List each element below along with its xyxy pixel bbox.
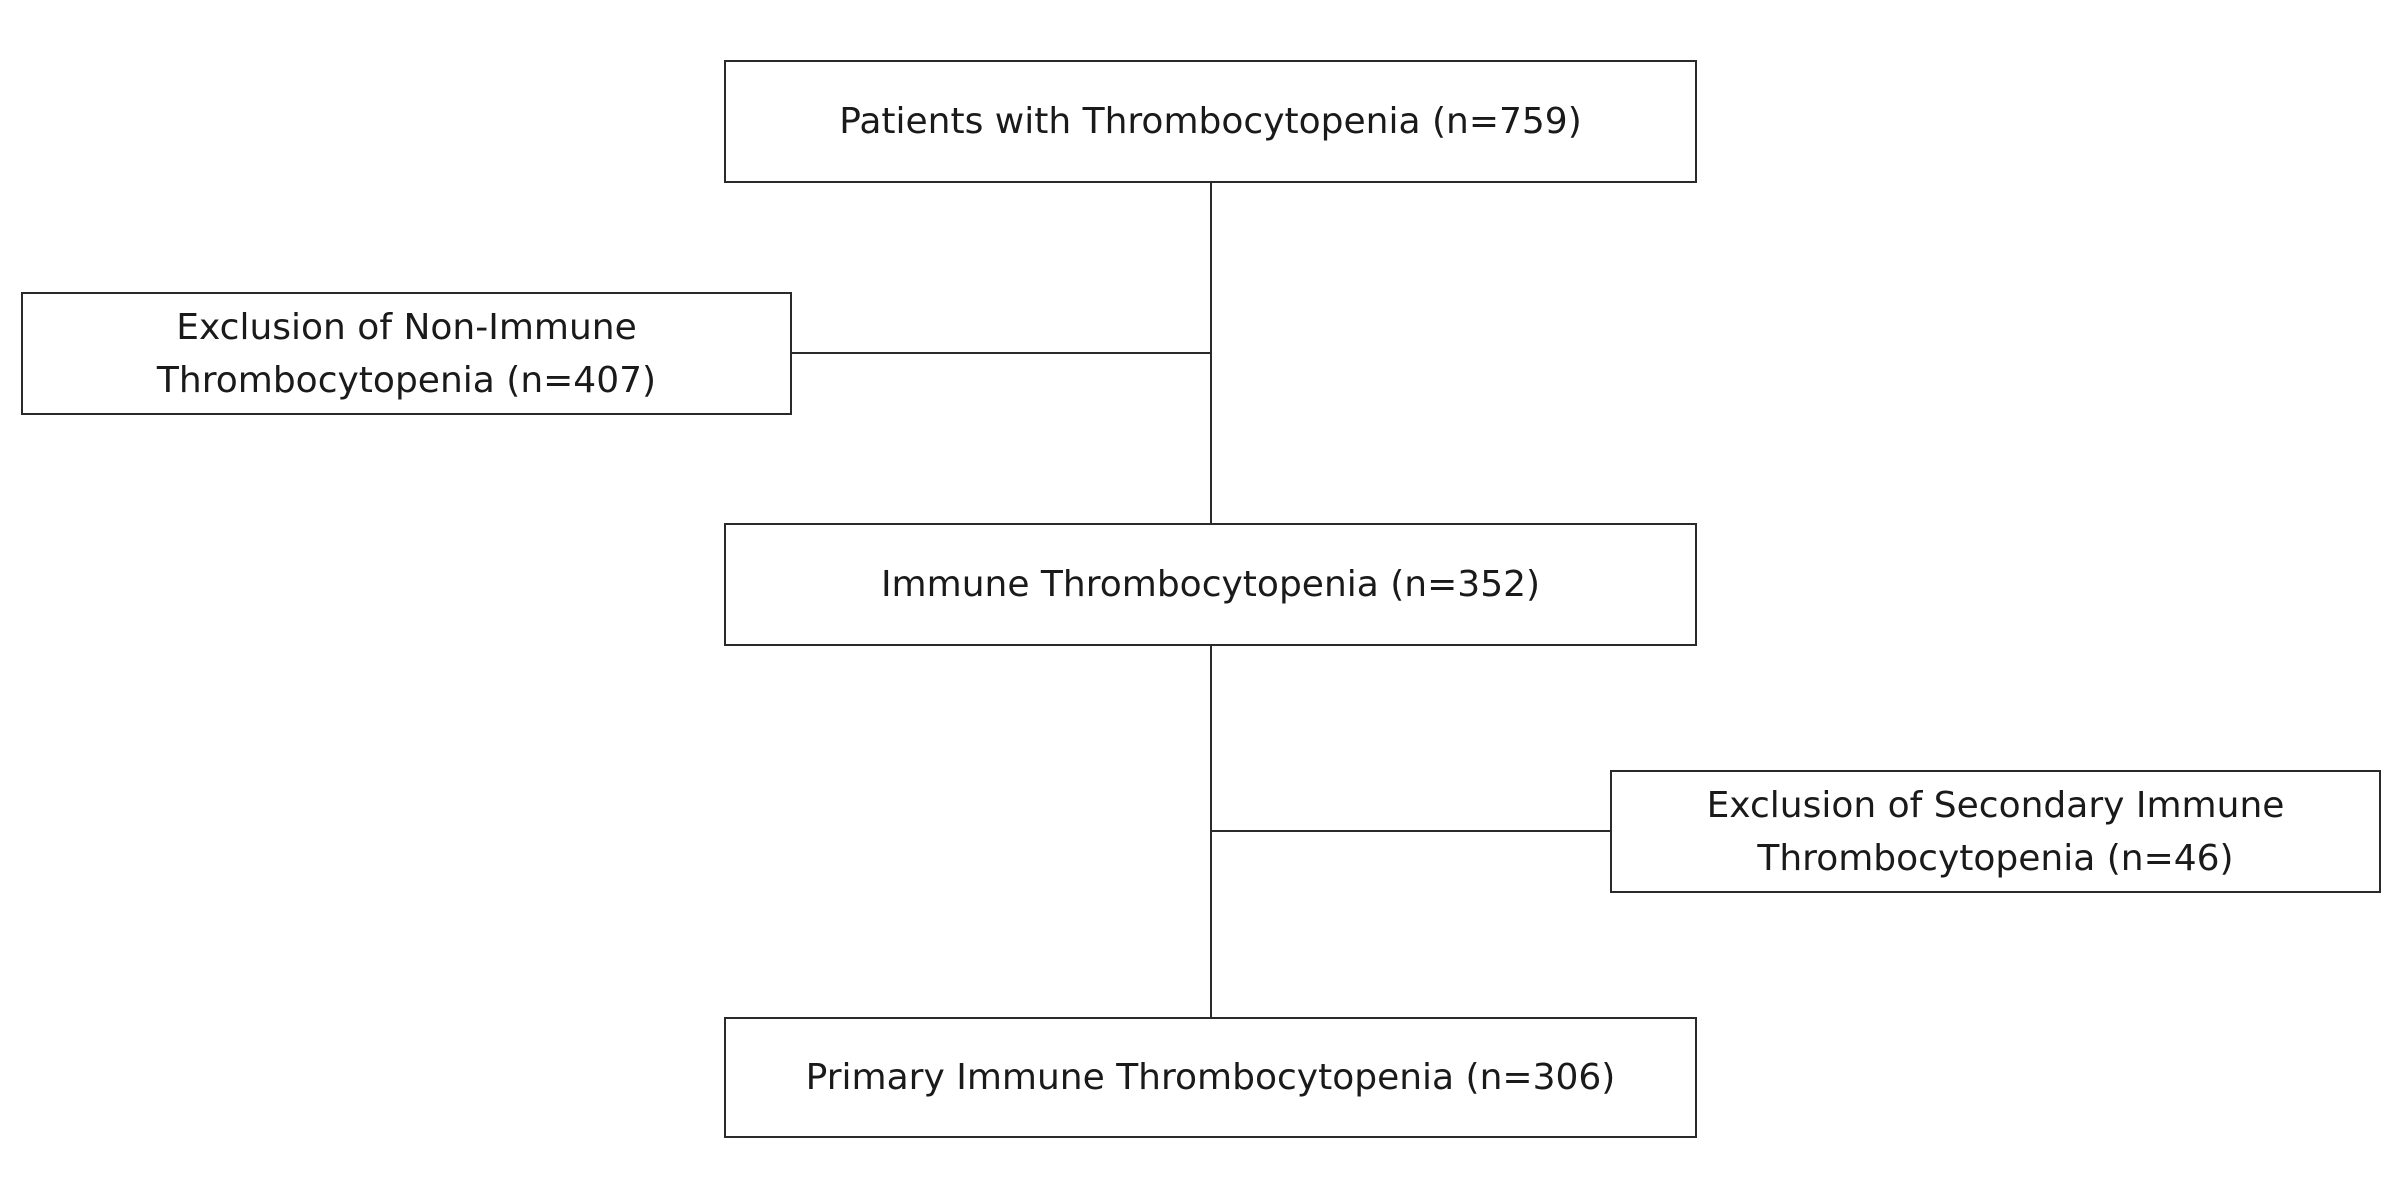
box-immune: Immune Thrombocytopenia (n=352) bbox=[724, 523, 1697, 646]
box-excluded-secondary-line-2: Thrombocytopenia (n=46) bbox=[1757, 837, 2234, 879]
box-total-patients: Patients with Thrombocytopenia (n=759) bbox=[724, 60, 1697, 183]
box-primary: Primary Immune Thrombocytopenia (n=306) bbox=[724, 1017, 1697, 1138]
box-total-patients-text: Patients with Thrombocytopenia (n=759) bbox=[839, 95, 1582, 148]
box-excluded-secondary-line-1: Exclusion of Secondary Immune bbox=[1706, 784, 2285, 826]
box-excluded-secondary: Exclusion of Secondary Immune Thrombocyt… bbox=[1610, 770, 2381, 893]
box-excluded-non-immune-text: Exclusion of Non-Immune Thrombocytopenia… bbox=[157, 301, 656, 407]
box-immune-line-1: Immune Thrombocytopenia (n=352) bbox=[880, 564, 1541, 605]
box-total-patients-line-1: Patients with Thrombocytopenia (n=759) bbox=[839, 101, 1582, 142]
box-excluded-non-immune-line-1: Exclusion of Non-Immune bbox=[176, 306, 637, 348]
box-excluded-non-immune-line-2: Thrombocytopenia (n=407) bbox=[156, 359, 657, 401]
box-primary-text: Primary Immune Thrombocytopenia (n=306) bbox=[806, 1051, 1616, 1104]
box-excluded-non-immune: Exclusion of Non-Immune Thrombocytopenia… bbox=[21, 292, 792, 415]
box-primary-line-1: Primary Immune Thrombocytopenia (n=306) bbox=[805, 1057, 1616, 1098]
box-excluded-secondary-text: Exclusion of Secondary Immune Thrombocyt… bbox=[1707, 779, 2285, 885]
box-immune-text: Immune Thrombocytopenia (n=352) bbox=[881, 558, 1540, 611]
